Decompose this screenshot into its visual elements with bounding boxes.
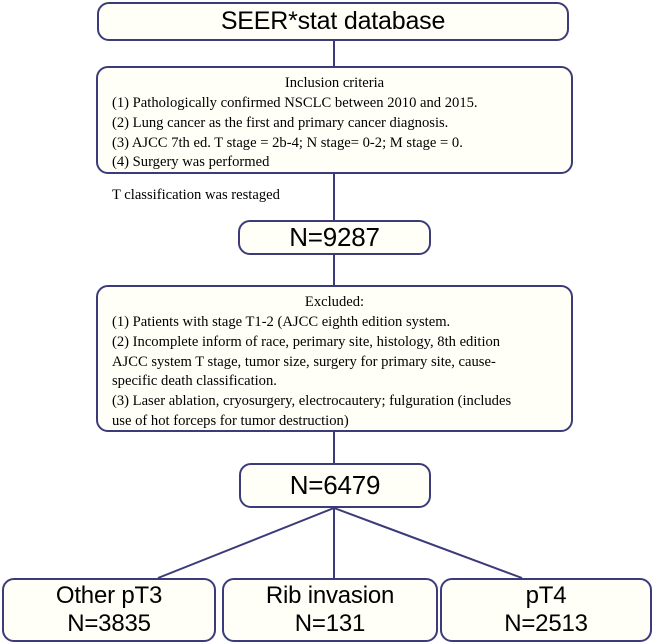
excluded-item: specific death classification. (112, 373, 277, 390)
node-count-after-inclusion: N=9287 (238, 220, 431, 255)
count-after-inclusion-text: N=9287 (289, 221, 380, 252)
excluded-item: (3) Laser ablation, cryosurgery, electro… (112, 393, 512, 410)
count-after-exclusion-text: N=6479 (289, 469, 381, 500)
node-count-after-exclusion: N=6479 (239, 463, 431, 508)
node-inclusion-criteria: Inclusion criteria (1) Pathologically co… (96, 66, 573, 174)
group-label: pT4 (525, 581, 567, 609)
connector-branch-left (157, 507, 335, 579)
inclusion-item: (4) Surgery was performed (112, 154, 270, 171)
inclusion-heading: Inclusion criteria (284, 75, 385, 91)
inclusion-item: (2) Lung cancer as the first and primary… (112, 114, 449, 131)
excluded-items: (1) Patients with stage T1-2 (AJCC eight… (98, 313, 571, 432)
node-group-pt4: pT4 N=2513 (440, 578, 652, 642)
inclusion-item: (3) AJCC 7th ed. T stage = 2b-4; N stage… (112, 134, 463, 151)
excluded-heading: Excluded: (304, 294, 365, 310)
excluded-item: (2) Incomplete inform of race, perimary … (112, 333, 501, 350)
node-group-other-pt3: Other pT3 N=3835 (2, 578, 216, 642)
group-count: N=131 (294, 610, 366, 637)
excluded-item: use of hot forceps for tumor destruction… (112, 413, 349, 430)
node-title-database: SEER*stat database (97, 2, 569, 41)
restage-annotation: T classification was restaged (112, 187, 280, 203)
group-label: Other pT3 (55, 581, 163, 609)
group-count: N=3835 (67, 610, 151, 637)
node-group-rib-invasion: Rib invasion N=131 (222, 578, 438, 642)
excluded-item: AJCC system T stage, tumor size, surgery… (112, 353, 496, 370)
group-count: N=2513 (504, 610, 588, 637)
excluded-item: (1) Patients with stage T1-2 (AJCC eight… (112, 313, 451, 330)
title-text: SEER*stat database (220, 7, 446, 35)
node-exclusion-criteria: Excluded: (1) Patients with stage T1-2 (… (96, 285, 573, 432)
group-label: Rib invasion (265, 581, 395, 609)
inclusion-item: (1) Pathologically confirmed NSCLC betwe… (112, 94, 478, 111)
connector-branch-right (333, 507, 523, 579)
inclusion-items: (1) Pathologically confirmed NSCLC betwe… (98, 94, 571, 173)
